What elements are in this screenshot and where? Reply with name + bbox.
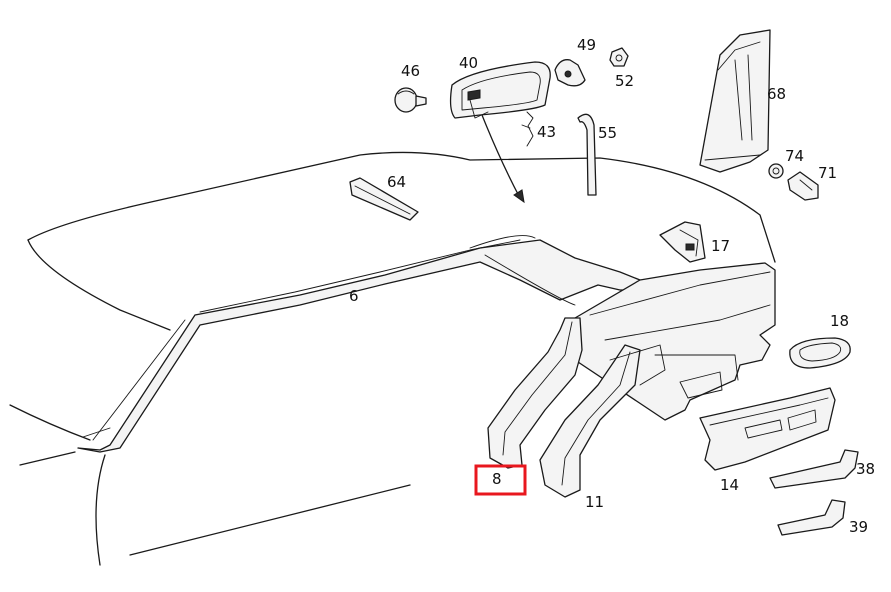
part-64-roof-bracket[interactable] [349, 177, 419, 221]
part-68-triangle-bracket[interactable] [699, 29, 771, 173]
callout-17[interactable]: 17 [711, 237, 730, 255]
part-74-washer[interactable] [768, 163, 784, 179]
part-39-strip[interactable] [777, 499, 846, 536]
part-49-clip[interactable] [554, 59, 586, 87]
callout-39[interactable]: 39 [849, 518, 868, 536]
part-18-seal[interactable] [789, 337, 851, 369]
callout-40[interactable]: 40 [459, 54, 478, 72]
part-14-lower-panel[interactable] [699, 387, 836, 471]
part-52-nut[interactable] [609, 47, 629, 67]
callout-11[interactable]: 11 [585, 493, 604, 511]
callout-6[interactable]: 6 [349, 287, 359, 305]
selected-callout-highlight [474, 464, 527, 496]
callout-74[interactable]: 74 [785, 147, 804, 165]
callout-68[interactable]: 68 [767, 85, 786, 103]
callout-49[interactable]: 49 [577, 36, 596, 54]
callout-71[interactable]: 71 [818, 164, 837, 182]
roof-outline [9, 151, 776, 466]
part-11-wheel-arch[interactable] [539, 344, 666, 498]
callout-18[interactable]: 18 [830, 312, 849, 330]
part-71-bolt[interactable] [787, 171, 819, 201]
callout-55[interactable]: 55 [598, 124, 617, 142]
callout-64[interactable]: 64 [387, 173, 406, 191]
part-38-strip[interactable] [769, 449, 859, 489]
part-40-housing[interactable] [449, 61, 551, 119]
part-43-clip[interactable] [521, 111, 534, 147]
callout-38[interactable]: 38 [856, 460, 875, 478]
callout-52[interactable]: 52 [615, 72, 634, 90]
callout-46[interactable]: 46 [401, 62, 420, 80]
part-17-bracket[interactable] [659, 221, 706, 263]
part-46-fastener[interactable] [394, 87, 427, 113]
body-lines [95, 454, 411, 566]
part-55-hose[interactable] [577, 113, 597, 196]
part-40-arrow [481, 114, 525, 204]
callout-43[interactable]: 43 [537, 123, 556, 141]
callout-14[interactable]: 14 [720, 476, 739, 494]
callout-8[interactable]: 8 [492, 470, 502, 488]
